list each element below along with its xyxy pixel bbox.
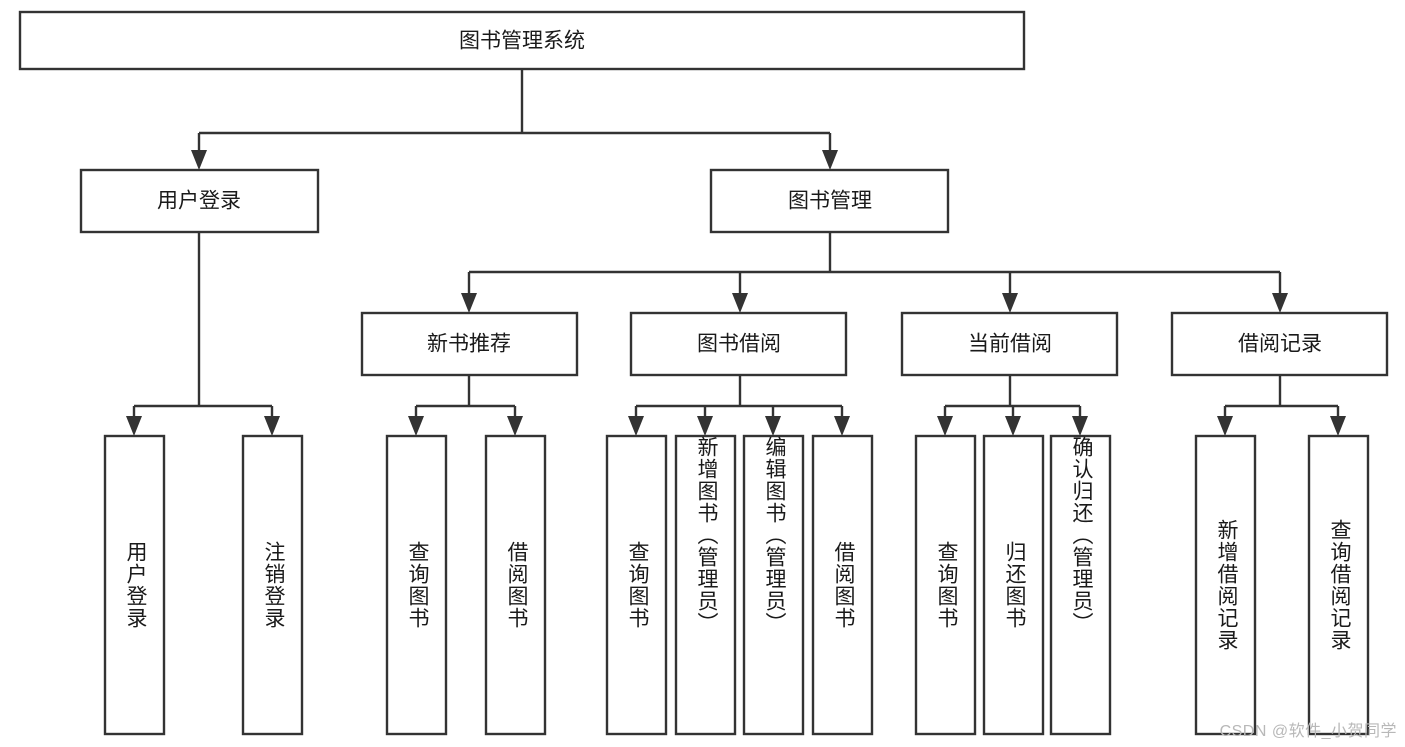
connector-group-book-management <box>461 232 1288 313</box>
node-leaf-user-login-box[interactable] <box>103 434 166 736</box>
connector-group-user-login <box>126 232 280 436</box>
node-current-borrow-label: 当前借阅 <box>968 333 1052 356</box>
arrow-bb-to-leaf3 <box>765 416 781 436</box>
node-root-label: 图书管理系统 <box>459 30 585 53</box>
arrow-bb-to-leaf2 <box>697 416 713 436</box>
watermark: CSDN @软件_小贺同学 <box>1219 723 1397 740</box>
arrow-bb-to-leaf4 <box>834 416 850 436</box>
arrow-nbr-to-leaf1 <box>408 416 424 436</box>
node-borrow-record[interactable]: 借阅记录 <box>1170 311 1389 377</box>
node-new-book-recommend-box[interactable] <box>360 311 579 377</box>
node-book-management-label: 图书管理 <box>788 190 872 213</box>
arrow-ul-to-leaf2 <box>264 416 280 436</box>
arrow-bm-to-new-book <box>461 293 477 313</box>
arrow-cb-to-leaf1 <box>937 416 953 436</box>
node-new-book-recommend[interactable]: 新书推荐 <box>360 311 579 377</box>
node-leaf-query-book-1-box[interactable] <box>385 434 448 736</box>
arrow-bm-to-book-borrow <box>732 293 748 313</box>
connector-group-book-borrow <box>628 375 850 436</box>
node-book-management[interactable]: 图书管理 <box>709 168 950 234</box>
node-book-management-box[interactable] <box>709 168 950 234</box>
node-leaf-add-record-box[interactable] <box>1194 434 1257 736</box>
node-leaf-return-book-box[interactable] <box>982 434 1045 736</box>
connector-group-root <box>191 69 838 170</box>
node-new-book-recommend-label: 新书推荐 <box>427 333 511 356</box>
node-leaf-query-book-3-box[interactable] <box>914 434 977 736</box>
node-book-borrow-box[interactable] <box>629 311 848 377</box>
node-user-login-label: 用户登录 <box>157 190 241 213</box>
arrow-root-to-book-management <box>822 150 838 170</box>
arrow-bm-to-borrow-record <box>1272 293 1288 313</box>
node-current-borrow-box[interactable] <box>900 311 1119 377</box>
node-user-login[interactable]: 用户登录 <box>79 168 320 234</box>
arrow-bb-to-leaf1 <box>628 416 644 436</box>
arrow-nbr-to-leaf2 <box>507 416 523 436</box>
node-user-login-box[interactable] <box>79 168 320 234</box>
node-leaf-add-book-box[interactable] <box>674 434 737 736</box>
connector-group-current-borrow <box>937 375 1088 436</box>
node-root[interactable]: 图书管理系统 <box>18 10 1026 71</box>
node-book-borrow-label: 图书借阅 <box>697 333 781 356</box>
node-root-box[interactable] <box>18 10 1026 71</box>
node-leaf-edit-book-box[interactable] <box>742 434 805 736</box>
connector-group-borrow-record <box>1217 375 1346 436</box>
arrow-bm-to-current-borrow <box>1002 293 1018 313</box>
arrow-cb-to-leaf2 <box>1005 416 1021 436</box>
node-borrow-record-box[interactable] <box>1170 311 1389 377</box>
node-leaf-query-book-2-box[interactable] <box>605 434 668 736</box>
node-book-borrow[interactable]: 图书借阅 <box>629 311 848 377</box>
arrow-cb-to-leaf3 <box>1072 416 1088 436</box>
node-leaf-query-record-box[interactable] <box>1307 434 1370 736</box>
arrow-root-to-user-login <box>191 150 207 170</box>
arrow-br-to-leaf2 <box>1330 416 1346 436</box>
node-leaf-logout-login-box[interactable] <box>241 434 304 736</box>
node-borrow-record-label: 借阅记录 <box>1238 333 1322 356</box>
node-leaf-borrow-book-1-box[interactable] <box>484 434 547 736</box>
node-current-borrow[interactable]: 当前借阅 <box>900 311 1119 377</box>
connector-group-new-book-recommend <box>408 375 523 436</box>
node-leaf-borrow-book-2-box[interactable] <box>811 434 874 736</box>
arrow-br-to-leaf1 <box>1217 416 1233 436</box>
node-leaf-confirm-return-box[interactable] <box>1049 434 1112 736</box>
arrow-ul-to-leaf1 <box>126 416 142 436</box>
